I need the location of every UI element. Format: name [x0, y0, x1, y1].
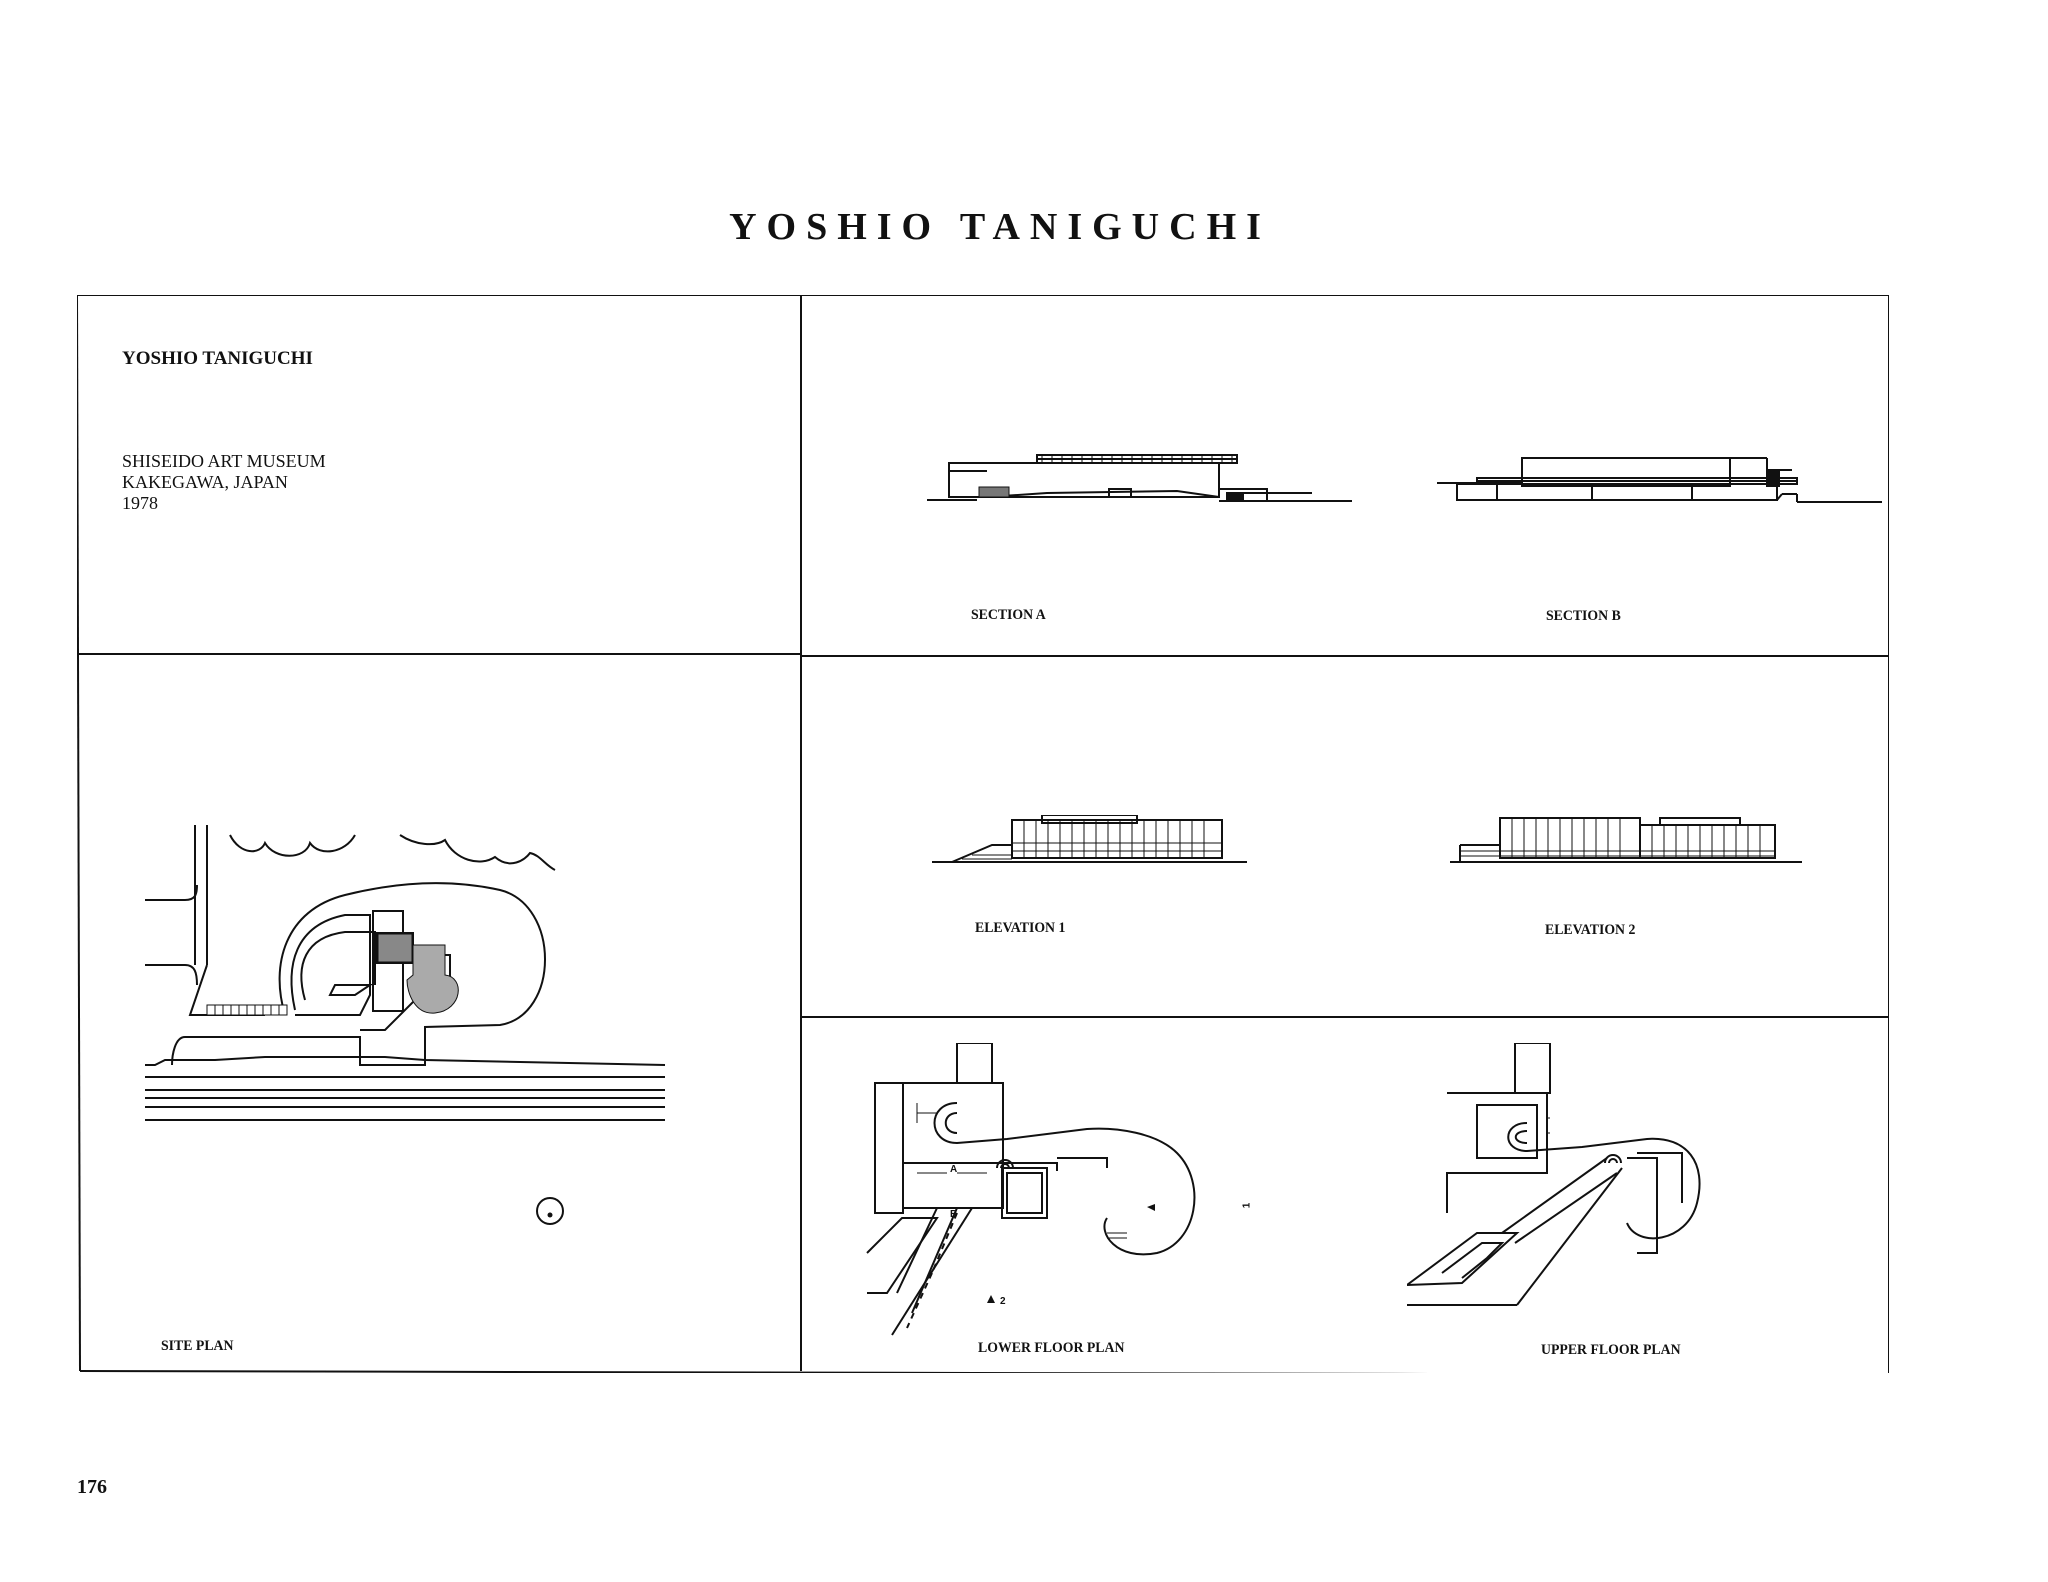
- lower-floor-plan-drawing: [866, 1043, 1196, 1336]
- section-a-drawing: [927, 454, 1352, 502]
- upper-floor-plan-drawing: [1407, 1043, 1701, 1306]
- elevation-2-label: ELEVATION 2: [1545, 922, 1636, 938]
- architect-name: YOSHIO TANIGUCHI: [122, 348, 313, 369]
- project-year: 1978: [122, 493, 158, 513]
- project-info: SHISEIDO ART MUSEUM KAKEGAWA, JAPAN 1978: [122, 451, 326, 514]
- project-name: SHISEIDO ART MUSEUM: [122, 451, 326, 471]
- site-plan-label: SITE PLAN: [161, 1338, 234, 1354]
- elevation-1-marker-icon: [1147, 1204, 1155, 1211]
- site-plan-drawing: [145, 825, 666, 1225]
- elevation-1-label: ELEVATION 1: [975, 920, 1066, 936]
- plan-marker-b: B: [950, 1209, 958, 1220]
- section-b-drawing: [1437, 457, 1882, 503]
- plan-marker-1: 1: [1241, 1202, 1253, 1209]
- upper-floor-plan-label: UPPER FLOOR PLAN: [1541, 1342, 1681, 1358]
- page-title: YOSHIO TANIGUCHI: [729, 206, 1271, 248]
- plan-marker-2: 2: [1000, 1296, 1006, 1307]
- drawing-sheet: YOSHIO TANIGUCHI SHISEIDO ART MUSEUM KAK…: [77, 295, 1889, 1373]
- section-a-label: SECTION A: [971, 607, 1046, 623]
- north-arrow-icon: [536, 1197, 564, 1225]
- elevation-2-drawing: [1450, 817, 1802, 863]
- plan-marker-a: A: [950, 1164, 958, 1175]
- panel-grid-lines: [77, 295, 1889, 1373]
- elevation-1-drawing: [932, 815, 1247, 863]
- project-location: KAKEGAWA, JAPAN: [122, 472, 288, 492]
- lower-floor-plan-label: LOWER FLOOR PLAN: [978, 1340, 1125, 1356]
- elevation-2-marker-icon: [987, 1295, 995, 1303]
- section-b-label: SECTION B: [1546, 608, 1621, 624]
- page-number: 176: [77, 1476, 107, 1498]
